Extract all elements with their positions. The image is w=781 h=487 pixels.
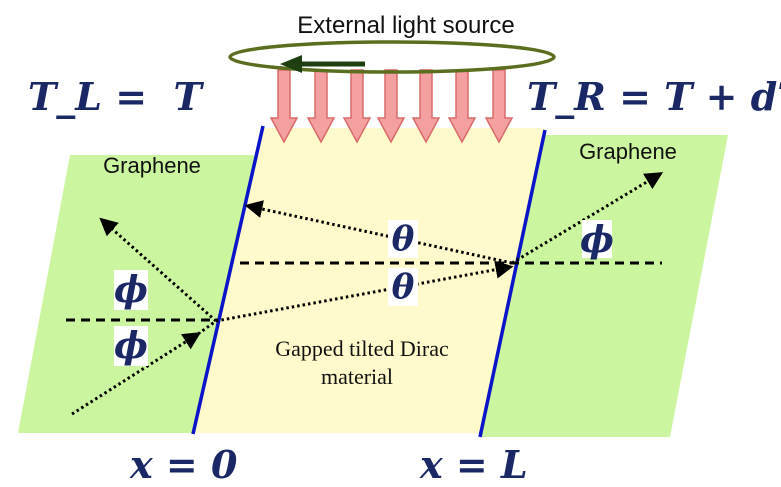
dirac-material-region [193, 128, 545, 433]
ray-reflected-left [99, 217, 217, 323]
angle-labels: ϕ ϕ θ θ ϕ [114, 219, 614, 367]
theta-label-lower: θ [392, 267, 415, 307]
ray-transmitted-middle [215, 260, 514, 323]
ray-transmitted-right [511, 172, 664, 265]
interface-left [191, 125, 265, 435]
phi-label-lower-left: ϕ [114, 325, 148, 367]
temperature-right-label: T_R = T + dT [527, 74, 781, 119]
ray-reflected-middle [244, 200, 513, 265]
interface-right [478, 129, 547, 438]
graphene-right-region [480, 135, 728, 437]
theta-label-upper: θ [392, 219, 415, 259]
position-left-label: x = 0 [129, 442, 238, 487]
light-source-ring [228, 40, 556, 74]
material-label-line1: Gapped tilted Dirac [275, 336, 449, 361]
phi-label-upper-left: ϕ [114, 269, 148, 311]
position-right-label: x = L [419, 442, 528, 487]
ray-paths [71, 172, 664, 416]
graphene-right-label: Graphene [579, 139, 677, 164]
light-source-label: External light source [297, 12, 514, 39]
material-label-line2: material [321, 364, 393, 389]
temperature-left-label: T_L = T [28, 74, 205, 119]
ray-segment-left [197, 319, 217, 336]
graphene-left-label: Graphene [103, 153, 201, 178]
ring-direction-arrowhead [280, 55, 302, 73]
phi-label-right: ϕ [580, 219, 614, 261]
